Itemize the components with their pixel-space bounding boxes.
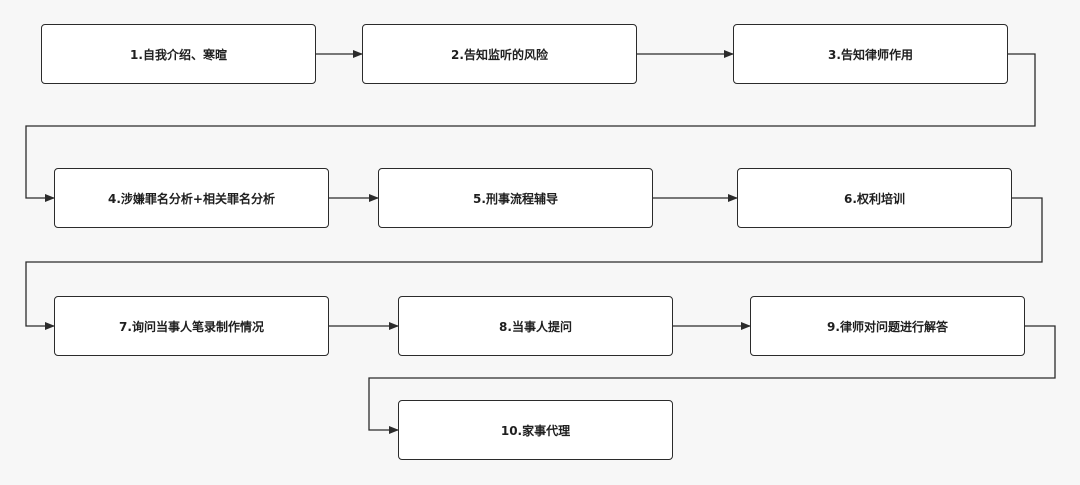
step-3-box: 3.告知律师作用 — [733, 24, 1008, 84]
step-10-box: 10.家事代理 — [398, 400, 673, 460]
step-6-box: 6.权利培训 — [737, 168, 1012, 228]
step-9-box: 9.律师对问题进行解答 — [750, 296, 1025, 356]
step-5-box: 5.刑事流程辅导 — [378, 168, 653, 228]
step-2-box: 2.告知监听的风险 — [362, 24, 637, 84]
arrow-9-to-10 — [368, 325, 1056, 434]
arrow-6-to-7 — [25, 197, 1043, 330]
step-8-box: 8.当事人提问 — [398, 296, 673, 356]
step-4-box: 4.涉嫌罪名分析+相关罪名分析 — [54, 168, 329, 228]
arrow-3-to-4 — [25, 53, 1036, 202]
step-1-box: 1.自我介绍、寒暄 — [41, 24, 316, 84]
step-7-box: 7.询问当事人笔录制作情况 — [54, 296, 329, 356]
